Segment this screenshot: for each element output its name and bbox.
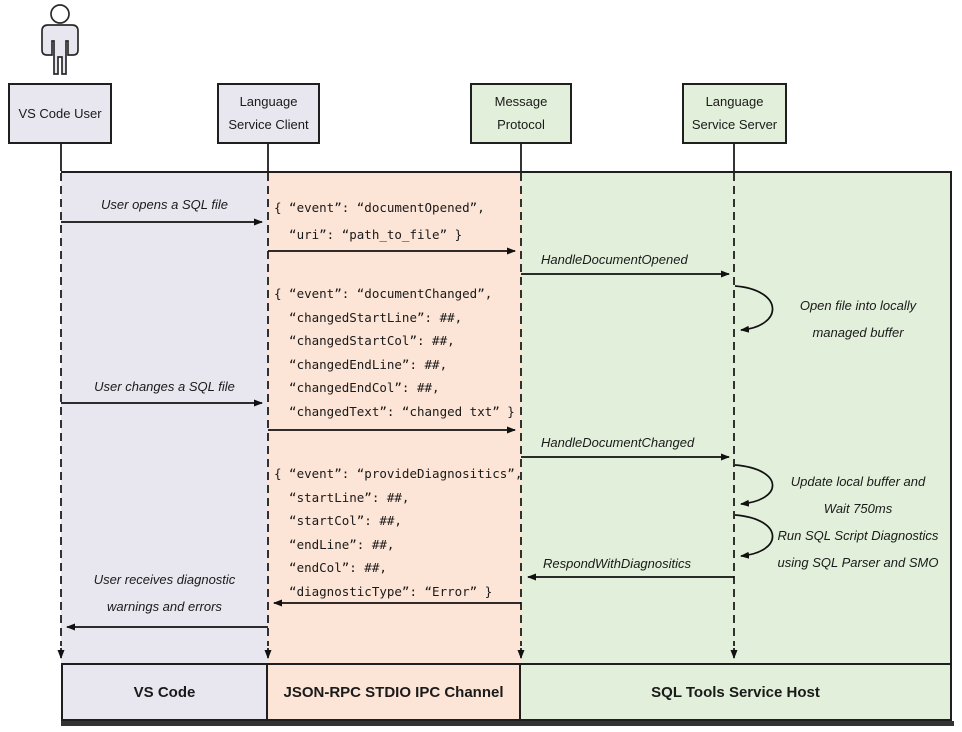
- message-label-user-changes: User changes a SQL file: [94, 379, 235, 394]
- actor-label: Protocol: [497, 117, 545, 132]
- actor-box-language-service-client: Language Service Client: [217, 83, 320, 144]
- bottom-bar-vscode: VS Code: [61, 663, 268, 721]
- actor-box-language-service-server: Language Service Server: [682, 83, 787, 144]
- bottom-bar-sql-tools-host: SQL Tools Service Host: [521, 663, 952, 721]
- json-block-document-changed: { “event”: “documentChanged”, “changedSt…: [274, 282, 515, 423]
- user-actor-icon: [41, 4, 79, 75]
- json-line: { “event”: “provideDiagnositics”,: [274, 466, 523, 481]
- json-line: { “event”: “documentChanged”,: [274, 286, 493, 301]
- diagram-bottom-edge: [61, 721, 954, 726]
- message-label-respond-with-diagnostics: RespondWithDiagnositics: [543, 556, 692, 571]
- actor-box-message-protocol: Message Protocol: [470, 83, 572, 144]
- json-block-document-opened: { “event”: “documentOpened”, “uri”: “pat…: [274, 194, 485, 248]
- actor-box-vscode-user: VS Code User: [8, 83, 112, 144]
- json-line: “startLine”: ##,: [274, 489, 410, 505]
- json-line: “changedText”: “changed txt” }: [274, 403, 515, 419]
- message-label-handle-document-opened: HandleDocumentOpened: [541, 252, 688, 267]
- json-line: “diagnosticType”: “Error” }: [274, 583, 493, 599]
- actor-label: VS Code User: [18, 105, 102, 121]
- bottom-bar-json-rpc: JSON-RPC STDIO IPC Channel: [268, 663, 521, 721]
- annotation-line: using SQL Parser and SMO: [777, 555, 939, 570]
- json-line: “uri”: “path_to_file” }: [274, 227, 463, 242]
- annotation-line: Wait 750ms: [823, 501, 893, 516]
- bottom-bar-label: JSON-RPC STDIO IPC Channel: [283, 683, 504, 701]
- bottom-bar-label: SQL Tools Service Host: [651, 683, 820, 701]
- annotation-line: managed buffer: [812, 325, 904, 340]
- json-line: “changedStartLine”: ##,: [274, 309, 463, 325]
- lane-ipc-channel: [268, 171, 521, 663]
- annotation-update-buffer: Update local buffer and Wait 750ms: [763, 468, 953, 522]
- annotation-run-diagnostics: Run SQL Script Diagnostics using SQL Par…: [763, 522, 953, 576]
- lane-service-host: [521, 171, 952, 663]
- actor-label: Language: [239, 94, 298, 109]
- annotation-open-file: Open file into locally managed buffer: [763, 292, 953, 346]
- message-label-user-receives-2: warnings and errors: [107, 599, 222, 614]
- json-line: “startCol”: ##,: [274, 513, 402, 528]
- json-line: “changedEndLine”: ##,: [274, 356, 448, 372]
- bottom-bar-label: VS Code: [133, 683, 196, 701]
- message-label-user-receives-1: User receives diagnostic: [93, 572, 236, 587]
- actor-label: Service Server: [691, 117, 778, 132]
- json-block-provide-diagnostics: { “event”: “provideDiagnositics”, “start…: [274, 462, 522, 603]
- annotation-line: Update local buffer and: [790, 474, 926, 489]
- json-line: { “event”: “documentOpened”,: [274, 200, 485, 215]
- actor-label: Message: [494, 94, 548, 109]
- message-label-user-opens: User opens a SQL file: [101, 197, 228, 212]
- annotation-line: Open file into locally: [799, 298, 917, 313]
- json-line: “endLine”: ##,: [274, 536, 395, 552]
- lifeline-stubs: [60, 144, 735, 171]
- json-line: “endCol”: ##,: [274, 560, 387, 575]
- lane-vscode: [61, 171, 268, 663]
- message-label-handle-document-changed: HandleDocumentChanged: [541, 435, 695, 450]
- json-line: “changedEndCol”: ##,: [274, 380, 440, 395]
- actor-label: Service Client: [228, 117, 309, 132]
- annotation-line: Run SQL Script Diagnostics: [777, 528, 939, 543]
- actor-label: Language: [705, 94, 764, 109]
- json-line: “changedStartCol”: ##,: [274, 333, 455, 348]
